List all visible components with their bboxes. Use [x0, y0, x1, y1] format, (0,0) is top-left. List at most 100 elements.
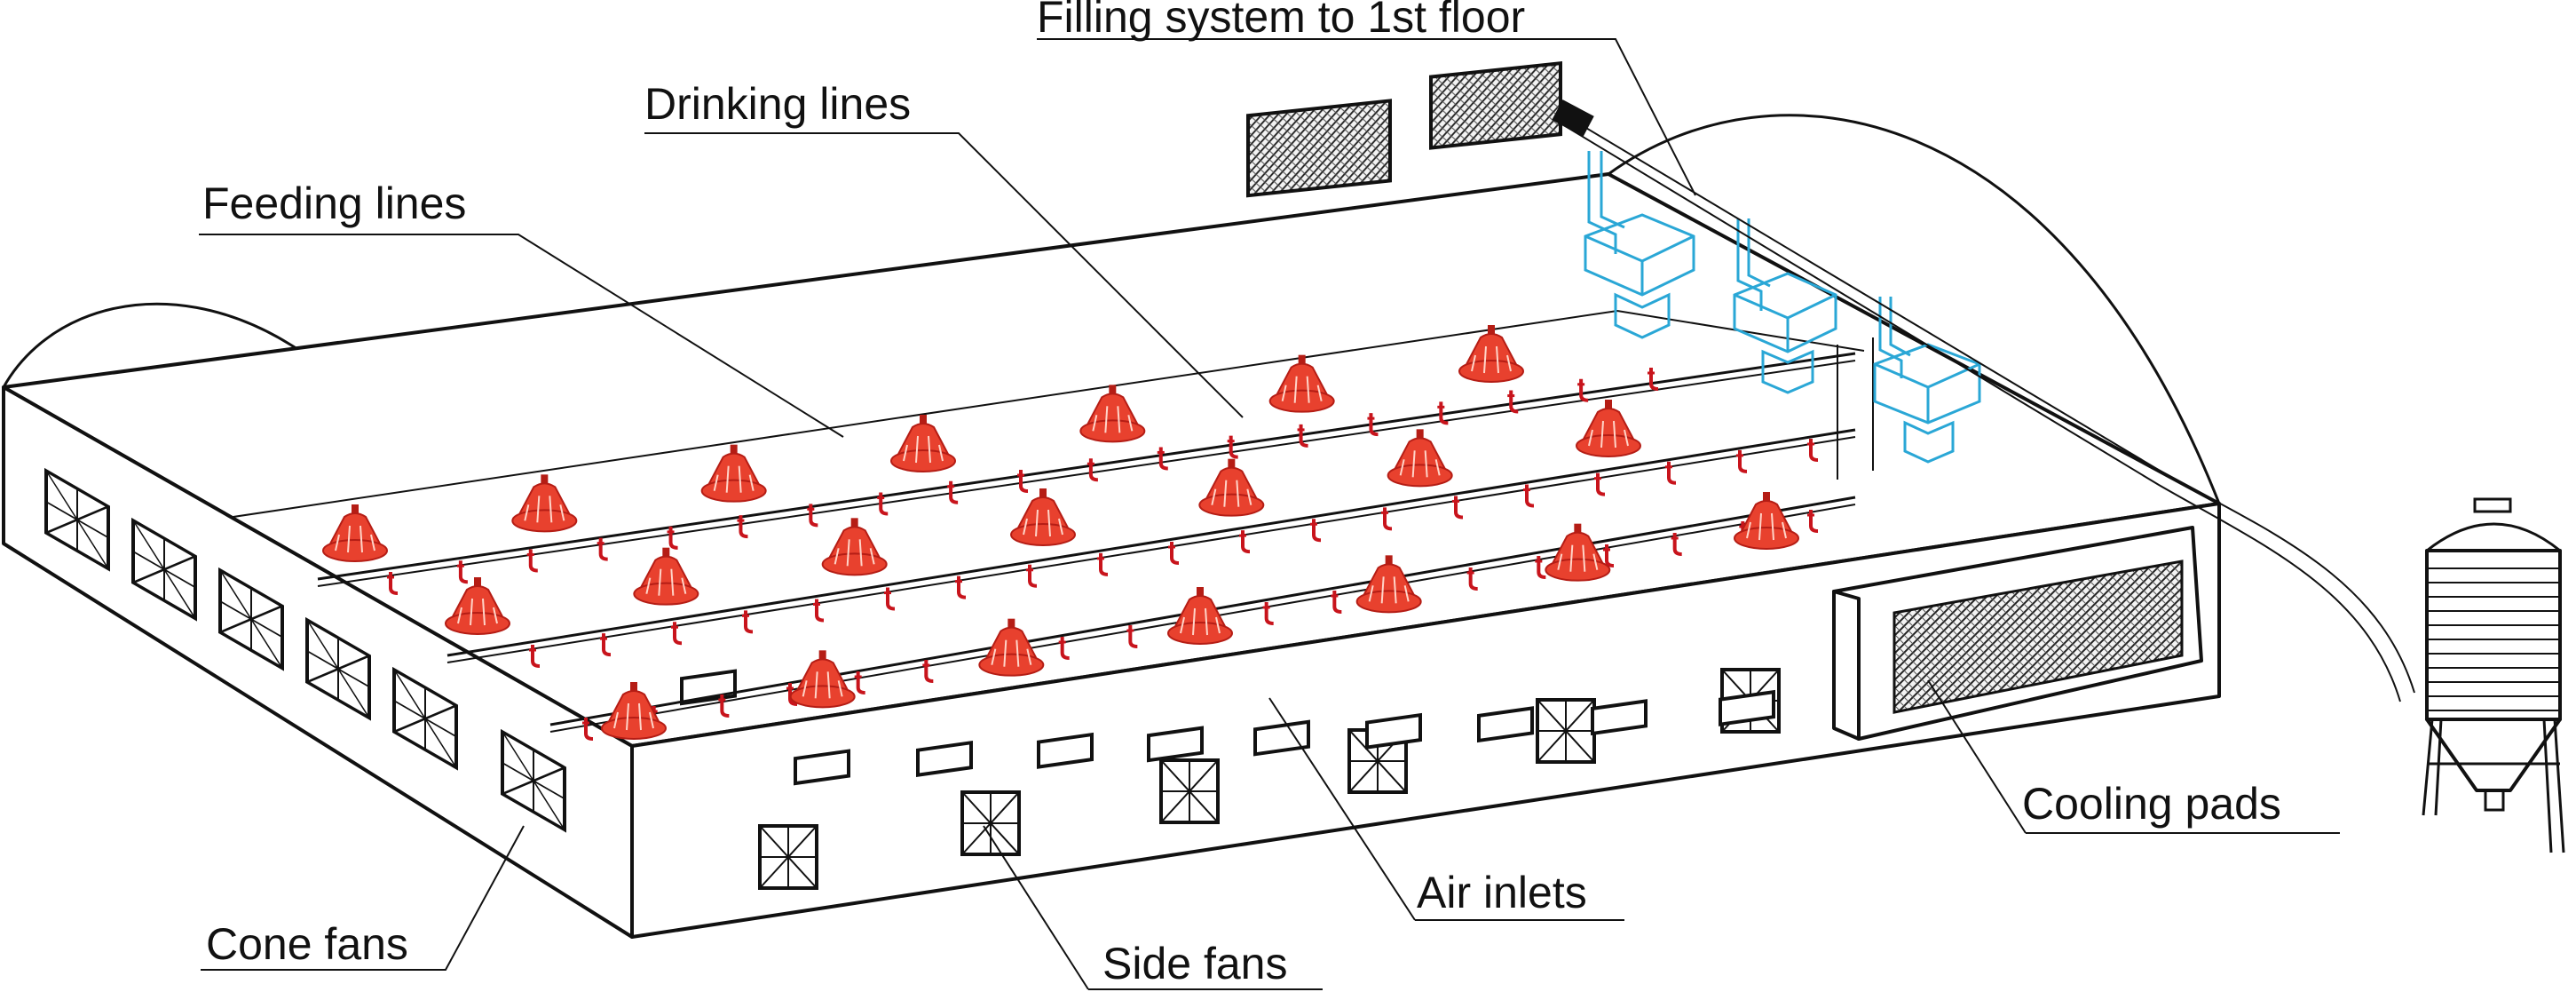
air-inlet-icon — [1147, 726, 1204, 763]
drinker-nipple-icon — [1381, 507, 1393, 531]
feeder-pan-icon — [1268, 354, 1335, 413]
drinker-nipple-icon — [671, 622, 683, 646]
feeder-pan-icon — [1079, 385, 1146, 443]
drinker-nipple-icon — [1097, 552, 1109, 576]
drinker-nipple-icon — [718, 694, 730, 718]
drinker-nipple-icon — [786, 683, 798, 706]
drinker-nipple-icon — [387, 572, 399, 595]
cone-fan-icon — [305, 616, 371, 721]
drinker-nipple-icon — [1736, 449, 1748, 473]
drinker-nipple-icon — [1577, 378, 1589, 402]
drinker-nipple-icon — [1807, 510, 1819, 533]
drinker-nipple-icon — [582, 718, 594, 741]
hoppers — [1584, 151, 1981, 464]
drinker-nipple-icon — [1239, 530, 1251, 554]
drinker-nipple-icon — [807, 504, 818, 528]
feeder-pan-icon — [322, 504, 388, 562]
drinker-nipple-icon — [1168, 542, 1180, 565]
drinker-nipple-icon — [955, 575, 967, 599]
drinker-nipple-icon — [884, 587, 896, 611]
feeder-pan-icon — [1576, 400, 1641, 457]
front-long-wall — [630, 502, 2221, 939]
drinker-nipple-icon — [1310, 519, 1322, 543]
leader-lines — [199, 38, 2340, 990]
air-inlet-icon — [916, 740, 973, 777]
drinker-nipple-icon — [1437, 401, 1449, 425]
feeder-pans — [322, 325, 1799, 740]
label-filling-system: Filling system to 1st floor — [1037, 0, 1525, 42]
feeder-pan-icon — [1545, 523, 1611, 582]
cone-fan-icon — [44, 467, 110, 572]
feeder-pan-icon — [978, 618, 1045, 677]
air-inlet-icon — [1719, 689, 1775, 726]
feeder-pan-icon — [1167, 587, 1233, 645]
side-fan-icon — [960, 790, 1021, 856]
feeder-pan-icon — [445, 577, 510, 635]
pipe-end-cap — [1552, 99, 1594, 137]
drinker-nipple-icon — [1523, 484, 1535, 508]
feeder-pan-icon — [601, 682, 667, 740]
feeder-pan-icon — [789, 650, 856, 709]
drinker-nipple-icon — [1157, 447, 1168, 471]
cone-fan-icon — [131, 517, 197, 622]
drinker-nipple-icon — [526, 549, 538, 573]
drinker-nipple-icon — [1058, 637, 1070, 660]
air-inlet-icon — [680, 669, 737, 706]
label-side-fans: Side fans — [1102, 939, 1287, 988]
silo-icon — [2422, 497, 2565, 853]
feeder-pan-icon — [1458, 325, 1524, 383]
feeder-pan-icon — [821, 518, 888, 576]
feeder-pan-icon — [511, 474, 578, 533]
air-inlets — [680, 669, 1775, 786]
drinker-nipple-icon — [877, 492, 889, 516]
drinker-nipple-icon — [600, 633, 612, 657]
cone-fan-icon — [392, 666, 458, 771]
feeder-pan-icon — [700, 444, 767, 503]
drinking-line — [446, 428, 1856, 657]
drinker-nipple-icon — [1227, 435, 1238, 459]
inner-back-wall — [209, 309, 1865, 521]
air-inlet-icon — [1253, 719, 1310, 757]
air-inlet-icon — [1477, 706, 1534, 743]
label-drinking-lines: Drinking lines — [644, 79, 911, 129]
drinker-nipple-icon — [947, 480, 959, 504]
feeder-pan-icon — [1387, 429, 1453, 488]
drinker-nipple-icon — [1648, 368, 1659, 391]
side-fan-icon — [758, 824, 818, 890]
drinker-nipple-icon — [1026, 564, 1038, 588]
drinker-nipple-icon — [1665, 461, 1677, 485]
drinker-nipple-icon — [1087, 458, 1098, 482]
drinker-nipple-icon — [1603, 544, 1615, 567]
drinker-nipple-icon — [1807, 439, 1819, 462]
drinker-nipple-icon — [922, 660, 934, 683]
drinker-nipple-icon — [1367, 413, 1379, 437]
drinker-nipple-icon — [1452, 496, 1464, 520]
drinker-nipple-icon — [737, 515, 748, 539]
drinker-nipple-icon — [1017, 470, 1029, 493]
feeder-pan-icon — [1734, 492, 1799, 550]
drinker-nipple-icon — [1262, 602, 1274, 625]
cone-fan-icon — [501, 728, 566, 833]
feeder-pan-icon — [1010, 488, 1076, 546]
drinker-nipple-icon — [742, 610, 754, 634]
drinker-nipple-icon — [667, 526, 678, 550]
drinker-nipple-icon — [1671, 533, 1682, 556]
feeder-pan-icon — [633, 547, 699, 606]
air-inlet-icon — [1037, 732, 1094, 769]
air-inlet-icon — [794, 749, 850, 786]
feeder-pan-icon — [1355, 555, 1422, 614]
air-inlet-icon — [1591, 699, 1648, 736]
cooling-pad-icon — [1429, 61, 1562, 150]
feeder-pan-icon — [890, 415, 956, 472]
drinker-nipple-icon — [1535, 556, 1546, 579]
drinker-nipple-icon — [1594, 472, 1606, 496]
hopper-icon — [1733, 218, 1837, 394]
label-cooling-pads: Cooling pads — [2022, 779, 2281, 829]
filling-system — [1552, 99, 2415, 702]
drinker-nipple-icon — [597, 537, 608, 561]
hopper-icon — [1584, 151, 1695, 339]
drinker-nipple-icon — [529, 645, 541, 668]
roof-arch-right — [1608, 114, 2221, 504]
feeder-pan-icon — [1198, 458, 1265, 517]
